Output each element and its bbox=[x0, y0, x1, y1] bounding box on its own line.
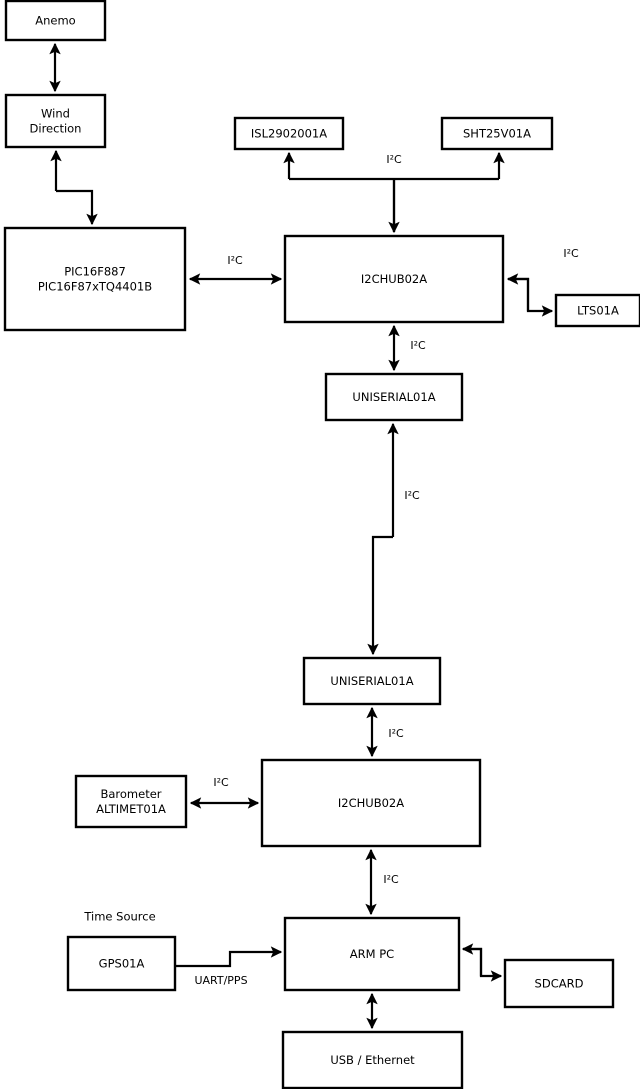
edge-gps-armpc bbox=[175, 946, 283, 968]
lbl-i2c-uniser-link: I²C bbox=[404, 489, 420, 502]
lbl-i2c-sensors: I²C bbox=[386, 153, 402, 166]
node-label-usbeth: USB / Ethernet bbox=[330, 1053, 415, 1067]
node-box-barometer[interactable] bbox=[74, 774, 188, 829]
edge-label-layer: I²C I²C I²C I²C I²C I²C I²C I²C UART/PPS bbox=[194, 153, 579, 987]
lbl-uart-pps: UART/PPS bbox=[194, 974, 247, 987]
node-label-anemo: Anemo bbox=[35, 13, 75, 27]
edge-armpc-to-sdcard bbox=[463, 947, 503, 982]
node-label-lts: LTS01A bbox=[577, 303, 619, 317]
node-label-isl: ISL2902001A bbox=[251, 126, 327, 140]
lbl-i2c-hub-arm: I²C bbox=[383, 873, 399, 886]
node-sdcard[interactable]: SDCARD bbox=[503, 958, 615, 1009]
edge-sdcard-to-armpc bbox=[461, 943, 483, 976]
node-box-isl[interactable] bbox=[233, 116, 345, 151]
node-box-sht[interactable] bbox=[440, 116, 554, 151]
lbl-i2c-uniser-hub2: I²C bbox=[388, 727, 404, 740]
node-label-armpc: ARM PC bbox=[350, 947, 394, 961]
lbl-i2c-baro: I²C bbox=[213, 776, 229, 789]
node-box-wind[interactable] bbox=[4, 93, 107, 149]
node-box-usbeth[interactable] bbox=[281, 1030, 464, 1089]
node-box-pic[interactable] bbox=[3, 226, 187, 332]
node-uniserial_dn[interactable]: UNISERIAL01A bbox=[302, 656, 442, 706]
node-armpc[interactable]: ARM PC bbox=[283, 916, 461, 992]
lbl-i2c-pic-hub: I²C bbox=[227, 254, 243, 267]
node-usbeth[interactable]: USB / Ethernet bbox=[281, 1030, 464, 1089]
node-gps[interactable]: GPS01A bbox=[66, 935, 177, 992]
node-box-uniserial_dn[interactable] bbox=[302, 656, 442, 706]
node-box-sdcard[interactable] bbox=[503, 958, 615, 1009]
node-isl[interactable]: ISL2902001A bbox=[233, 116, 345, 151]
node-hub_bot[interactable]: I2CHUB02A bbox=[260, 758, 482, 848]
time-source-label: Time Source bbox=[83, 910, 155, 924]
lbl-i2c-lts: I²C bbox=[563, 247, 579, 260]
node-hub_top[interactable]: I2CHUB02A bbox=[283, 234, 505, 324]
node-box-uniserial_up[interactable] bbox=[324, 372, 464, 422]
node-label-sdcard: SDCARD bbox=[535, 976, 584, 990]
node-box-armpc[interactable] bbox=[283, 916, 461, 992]
edge-layer bbox=[49, 42, 554, 1030]
free-label-layer: Time Source bbox=[83, 910, 155, 924]
node-label-gps: GPS01A bbox=[99, 956, 145, 970]
edge-wind-pic-step bbox=[56, 189, 98, 226]
lbl-i2c-hub-uniser: I²C bbox=[410, 339, 426, 352]
node-box-hub_top[interactable] bbox=[283, 234, 505, 324]
edge-lts-to-hub bbox=[506, 273, 530, 311]
node-box-hub_bot[interactable] bbox=[260, 758, 482, 848]
node-sht[interactable]: SHT25V01A bbox=[440, 116, 554, 151]
node-label-uniserial_dn: UNISERIAL01A bbox=[330, 674, 413, 688]
node-uniserial_up[interactable]: UNISERIAL01A bbox=[324, 372, 464, 422]
node-lts[interactable]: LTS01A bbox=[554, 293, 640, 328]
node-label-uniserial_up: UNISERIAL01A bbox=[352, 390, 435, 404]
edge-hub-to-lts bbox=[508, 277, 554, 317]
node-label-hub_bot: I2CHUB02A bbox=[338, 796, 404, 810]
node-box-gps[interactable] bbox=[66, 935, 177, 992]
edge-uniserial-down-link bbox=[367, 535, 393, 656]
node-label-hub_top: I2CHUB02A bbox=[361, 272, 427, 286]
node-anemo[interactable]: Anemo bbox=[4, 0, 107, 42]
node-box-anemo[interactable] bbox=[4, 0, 107, 42]
node-box-lts[interactable] bbox=[554, 293, 640, 328]
node-label-sht: SHT25V01A bbox=[463, 126, 531, 140]
